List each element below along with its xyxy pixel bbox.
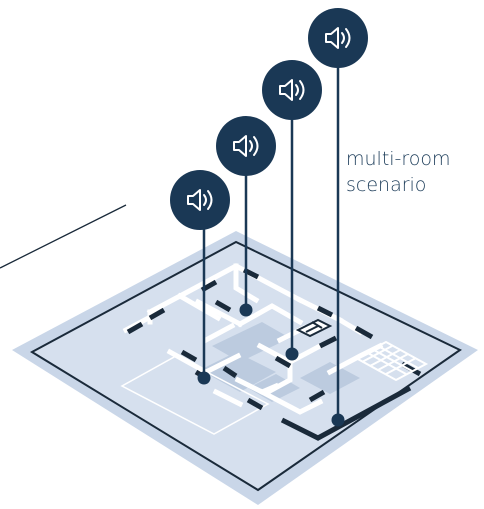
- room-shading: [200, 322, 360, 402]
- speaker-2[interactable]: [216, 116, 276, 176]
- marker-4: [331, 413, 345, 427]
- speaker-3[interactable]: [262, 60, 322, 120]
- marker-3: [285, 347, 299, 361]
- stairs: [353, 340, 429, 382]
- speaker-stems: [202, 64, 340, 420]
- speaker-icon: [325, 27, 351, 49]
- speaker-4[interactable]: [308, 8, 368, 68]
- speaker-1[interactable]: [170, 170, 230, 230]
- fixture: [295, 318, 333, 338]
- speaker-markers: [197, 303, 345, 427]
- leader-line: [0, 204, 127, 269]
- marker-1: [197, 371, 211, 385]
- speaker-icon: [233, 135, 259, 157]
- speaker-icon: [187, 189, 213, 211]
- speaker-icon: [279, 79, 305, 101]
- marker-2: [239, 303, 253, 317]
- outdoor-area: [120, 355, 270, 435]
- caption-line-2: scenario: [346, 174, 427, 196]
- caption-line-1: multi-room: [346, 148, 451, 170]
